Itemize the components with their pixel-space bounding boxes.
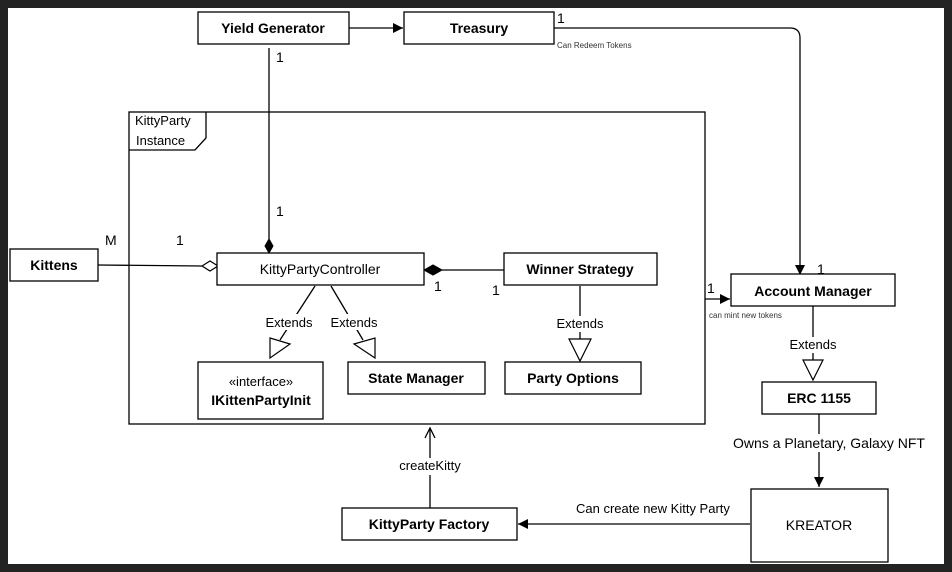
winner-strategy-label: Winner Strategy: [526, 261, 633, 277]
edge-treasury-to-account-manager: [554, 27, 805, 275]
account-manager-label: Account Manager: [754, 283, 872, 299]
kreator-label: KREATOR: [786, 517, 852, 533]
extends-triangle-party-options: [568, 338, 592, 363]
node-kitty-party-factory[interactable]: KittyParty Factory: [341, 507, 518, 541]
treasury-label: Treasury: [450, 20, 509, 36]
mult-kittens-1: 1: [176, 232, 184, 248]
mult-yield-down: 1: [276, 49, 284, 65]
diagram-canvas: KittyParty Instance Yield Generator Trea…: [8, 8, 944, 564]
frame-label-line1: KittyParty: [135, 113, 191, 128]
extends-triangle-state-manager: [352, 337, 376, 360]
node-erc1155[interactable]: ERC 1155: [761, 381, 877, 415]
node-account-manager[interactable]: Account Manager: [730, 273, 896, 307]
node-kittens[interactable]: Kittens: [9, 248, 99, 282]
extends-label-ikitten: Extends: [266, 315, 313, 330]
kitty-party-controller-label: KittyPartyController: [260, 261, 381, 277]
can-create-party-label: Can create new Kitty Party: [576, 501, 730, 516]
extends-label-bg-erc1155: [785, 337, 841, 353]
mult-winner-left: 1: [492, 282, 500, 298]
mult-controller-right: 1: [434, 278, 442, 294]
node-treasury[interactable]: Treasury: [403, 11, 555, 45]
composition-diamond-winner: [422, 264, 444, 276]
state-manager-label: State Manager: [368, 370, 464, 386]
node-ikitten-party-init[interactable]: «interface» IKittenPartyInit: [197, 361, 324, 420]
node-kitty-party-controller[interactable]: KittyPartyController: [216, 252, 425, 286]
edge-controller-to-state-manager: [330, 285, 364, 341]
mult-controller-top: 1: [276, 203, 284, 219]
extends-label-bg-party-options: [552, 316, 608, 332]
extends-triangle-erc1155: [802, 359, 824, 382]
extends-label-bg-state: [326, 314, 382, 330]
mult-treasury-out: 1: [557, 10, 565, 26]
node-party-options[interactable]: Party Options: [504, 361, 642, 395]
kittens-label: Kittens: [30, 257, 78, 273]
node-winner-strategy[interactable]: Winner Strategy: [503, 252, 658, 286]
can-redeem-tokens-label: Can Redeem Tokens: [557, 41, 632, 50]
yield-generator-label: Yield Generator: [221, 20, 325, 36]
node-yield-generator[interactable]: Yield Generator: [197, 11, 350, 45]
create-kitty-label: createKitty: [399, 458, 461, 473]
interface-stereotype-label: «interface»: [229, 374, 293, 389]
ikitten-party-init-label: IKittenPartyInit: [211, 392, 311, 408]
kitty-party-factory-label: KittyParty Factory: [369, 516, 490, 532]
extends-label-state: Extends: [331, 315, 378, 330]
uml-diagram: KittyParty Instance Yield Generator Trea…: [9, 10, 934, 563]
can-mint-new-tokens-label: can mint new tokens: [709, 311, 782, 320]
mult-account-top: 1: [817, 261, 825, 277]
node-kreator[interactable]: KREATOR: [750, 488, 889, 563]
owns-nft-label: Owns a Planetary, Galaxy NFT: [733, 435, 925, 451]
node-state-manager[interactable]: State Manager: [347, 361, 486, 395]
extends-triangle-ikitten: [269, 337, 292, 360]
kittyparty-instance-frame: KittyParty Instance: [128, 111, 706, 425]
extends-label-party-options: Extends: [557, 316, 604, 331]
create-kitty-label-bg: [394, 458, 466, 475]
extends-label-erc1155: Extends: [790, 337, 837, 352]
extends-label-bg-ikitten: [260, 314, 318, 330]
erc1155-label: ERC 1155: [787, 390, 851, 406]
aggregation-diamond-kittens: [200, 260, 220, 272]
edge-kittens-to-controller: [97, 264, 203, 267]
composition-diamond-yield: [264, 237, 274, 255]
owns-nft-label-bg: [726, 434, 934, 452]
mult-frame-to-account: 1: [707, 280, 715, 296]
frame-label-line2: Instance: [136, 133, 185, 148]
mult-kittens-m: M: [105, 232, 117, 248]
party-options-label: Party Options: [527, 370, 619, 386]
edge-controller-to-ikitten: [279, 285, 316, 341]
